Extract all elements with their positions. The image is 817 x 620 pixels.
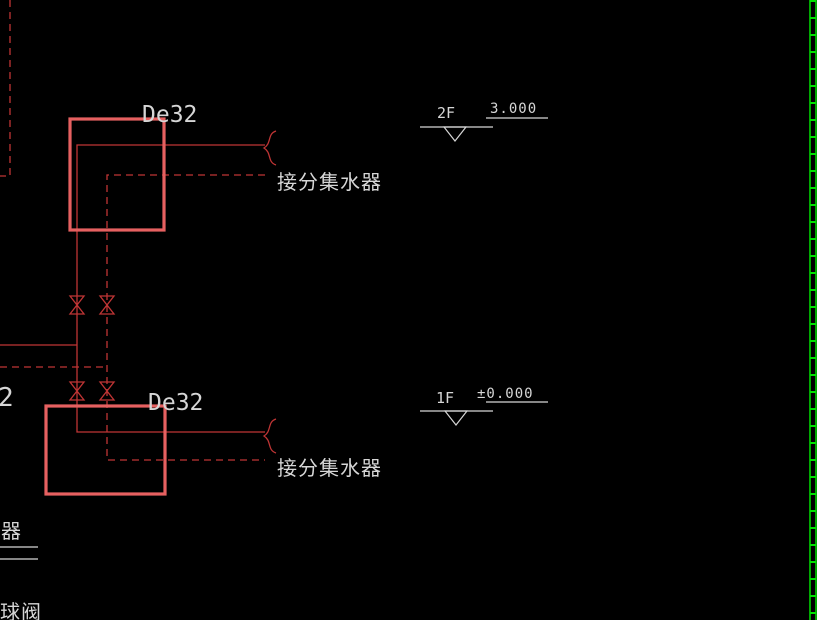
selection-box-bottom[interactable] bbox=[44, 404, 167, 496]
to-manifold-label-bottom: 接分集水器 bbox=[277, 456, 382, 480]
pipe-solid-riser[interactable] bbox=[76, 144, 265, 433]
break-symbol-bottom[interactable] bbox=[262, 418, 277, 454]
valve-icon[interactable] bbox=[68, 381, 86, 401]
valve-icon[interactable] bbox=[98, 295, 116, 315]
level-marker-1f[interactable] bbox=[420, 401, 548, 426]
level-marker-2f[interactable] bbox=[420, 117, 548, 142]
selection-box-top[interactable] bbox=[68, 117, 166, 232]
pipe-size-label-bottom: De32 bbox=[148, 390, 204, 416]
level-triangle-icon bbox=[443, 410, 469, 426]
pipe-dashed-riser[interactable] bbox=[106, 174, 265, 461]
valve-icon[interactable] bbox=[68, 295, 86, 315]
valve-icon[interactable] bbox=[98, 381, 116, 401]
pipe-size-label-top: De32 bbox=[142, 102, 198, 128]
elevation-value-1f: ±0.000 bbox=[477, 386, 534, 402]
elevation-value-2f: 3.000 bbox=[490, 101, 538, 117]
break-symbol-top[interactable] bbox=[262, 130, 277, 166]
riser-number-partial: 2 bbox=[0, 383, 14, 413]
legend-text-partial-bottom: 球阀 bbox=[0, 600, 42, 620]
floor-label-2f: 2F bbox=[437, 104, 456, 122]
to-manifold-label-top: 接分集水器 bbox=[277, 170, 382, 194]
level-triangle-icon bbox=[442, 126, 468, 142]
pipe-dashed-inlet-topleft[interactable] bbox=[0, 0, 11, 177]
floor-label-1f: 1F bbox=[436, 389, 455, 407]
legend-text-partial-top: 器 bbox=[1, 519, 22, 543]
